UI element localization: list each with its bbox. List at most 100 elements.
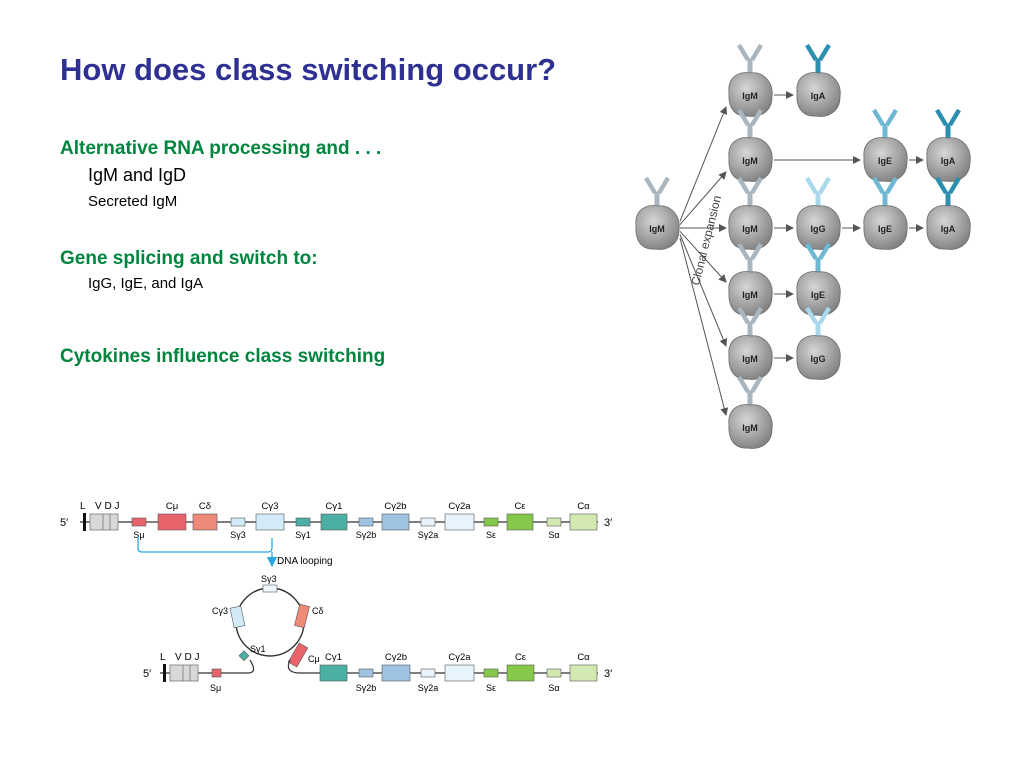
top-switch-box bbox=[420, 517, 436, 527]
loop-sg1-label: Sγ1 bbox=[250, 644, 266, 654]
top-switch-box bbox=[546, 517, 562, 527]
bottom-switch-box bbox=[546, 668, 562, 678]
top-five-prime: 5′ bbox=[60, 517, 68, 529]
top-constant-label: Cε bbox=[514, 501, 526, 512]
item-igg-ige-iga: IgG, IgE, and IgA bbox=[88, 275, 204, 292]
cell-igm-r4-label: IgM bbox=[742, 354, 758, 364]
bottom-smu-label: Sμ bbox=[210, 683, 221, 693]
cell-ige-r2: IgE bbox=[863, 176, 908, 250]
cell-igm-r0: IgM bbox=[728, 43, 773, 117]
bottom-switch-label: Sγ2a bbox=[418, 683, 439, 693]
dna-loop bbox=[235, 587, 305, 657]
cell-iga-r0-label: IgA bbox=[811, 91, 826, 101]
top-constant-box bbox=[381, 513, 410, 531]
top-constant-label: Cγ2b bbox=[384, 501, 406, 512]
top-switch-label: Sγ1 bbox=[295, 530, 311, 540]
top-constant-label: Cα bbox=[577, 501, 590, 512]
slide-title: How does class switching occur? bbox=[60, 52, 557, 87]
bottom-constant-box bbox=[381, 664, 411, 682]
top-constant-box bbox=[506, 513, 534, 531]
bottom-smu-box bbox=[211, 668, 222, 678]
cell-ige-r3-label: IgE bbox=[811, 290, 825, 300]
top-three-prime: 3′ bbox=[604, 517, 612, 529]
top-constant-box bbox=[444, 513, 475, 531]
loop-cg3-box bbox=[229, 605, 246, 629]
bottom-switch-box bbox=[358, 668, 374, 678]
cell-ige-r3: IgE bbox=[796, 242, 841, 316]
bottom-switch-label: Sε bbox=[486, 683, 496, 693]
cell-igm-r3-label: IgM bbox=[742, 290, 758, 300]
top-constant-label: Cγ2a bbox=[448, 501, 471, 512]
cell-igm-r5: IgM bbox=[728, 375, 773, 449]
loop-cg3-label: Cγ3 bbox=[212, 606, 228, 616]
bottom-constant-regions: Cγ1 Cγ2b Cγ2a Cε Cα bbox=[319, 652, 598, 682]
bottom-constant-label: Cε bbox=[515, 652, 527, 663]
cell-igg-r4: IgG bbox=[796, 306, 841, 380]
top-switch-label: Sγ2a bbox=[418, 530, 439, 540]
start-cell-igm: IgM bbox=[635, 176, 680, 250]
top-l-segment bbox=[83, 513, 86, 531]
cell-igm-r4: IgM bbox=[728, 306, 773, 380]
cell-ige-r2-label: IgE bbox=[878, 224, 892, 234]
dna-looping-label: DNA looping bbox=[277, 556, 333, 567]
cell-iga-r2: IgA bbox=[926, 176, 971, 250]
top-switch-box bbox=[230, 517, 246, 527]
bottom-loop-joint bbox=[247, 659, 301, 674]
bottom-vdj-label: V D J bbox=[175, 652, 199, 663]
top-constant-box bbox=[320, 513, 348, 531]
loop-cd-box bbox=[294, 603, 310, 629]
top-switch-box bbox=[358, 517, 374, 527]
top-switch-box bbox=[295, 517, 311, 527]
bottom-constant-box bbox=[506, 664, 535, 682]
top-l-label: L bbox=[80, 501, 86, 512]
section-heading-rna: Alternative RNA processing and . . . bbox=[60, 138, 382, 159]
bottom-constant-box bbox=[319, 664, 348, 682]
cell-iga-r1: IgA bbox=[926, 108, 971, 182]
bottom-constant-label: Cγ2a bbox=[448, 652, 471, 663]
loop-sg3-label: Sγ3 bbox=[261, 574, 277, 584]
cell-igg-r4-label: IgG bbox=[811, 354, 826, 364]
cell-iga-r1-label: IgA bbox=[941, 156, 956, 166]
cell-igm-r0-label: IgM bbox=[742, 91, 758, 101]
bottom-l-segment bbox=[163, 664, 166, 682]
top-switch-label: Sγ3 bbox=[230, 530, 246, 540]
section-heading-splicing: Gene splicing and switch to: bbox=[60, 248, 318, 269]
top-vdj-segment bbox=[89, 513, 119, 531]
bottom-constant-label: Cα bbox=[577, 652, 590, 663]
bottom-switch-label: Sα bbox=[548, 683, 559, 693]
top-constant-box bbox=[255, 513, 285, 531]
bottom-l-label: L bbox=[160, 652, 166, 663]
bottom-constant-label: Cγ2b bbox=[385, 652, 407, 663]
start-cell-igm-label: IgM bbox=[649, 224, 665, 234]
bottom-switch-box bbox=[483, 668, 499, 678]
cell-igm-r2: IgM bbox=[728, 176, 773, 250]
bottom-constant-box bbox=[444, 664, 475, 682]
cell-ige-r1: IgE bbox=[863, 108, 908, 182]
top-constant-label: Cγ1 bbox=[326, 501, 343, 512]
bottom-five-prime: 5′ bbox=[143, 668, 151, 680]
bottom-switch-box bbox=[420, 668, 436, 678]
cell-ige-r1-label: IgE bbox=[878, 156, 892, 166]
loop-cmu-box bbox=[287, 642, 309, 668]
top-switch-box bbox=[483, 517, 499, 527]
bottom-three-prime: 3′ bbox=[604, 668, 612, 680]
cell-igm-r1: IgM bbox=[728, 108, 773, 182]
top-constant-box bbox=[157, 513, 187, 531]
loop-cmu-label: Cμ bbox=[308, 654, 320, 664]
cell-iga-r2-label: IgA bbox=[941, 224, 956, 234]
top-constant-box bbox=[192, 513, 218, 531]
cell-igm-r3: IgM bbox=[728, 242, 773, 316]
bottom-constant-label: Cγ1 bbox=[325, 652, 342, 663]
top-constant-label: Cδ bbox=[199, 501, 211, 512]
expansion-arrows bbox=[679, 91, 924, 416]
loop-cd-label: Cδ bbox=[312, 606, 324, 616]
top-constant-label: Cμ bbox=[166, 501, 178, 512]
top-switch-label: Sα bbox=[548, 530, 559, 540]
bottom-vdj-segment bbox=[169, 664, 199, 682]
